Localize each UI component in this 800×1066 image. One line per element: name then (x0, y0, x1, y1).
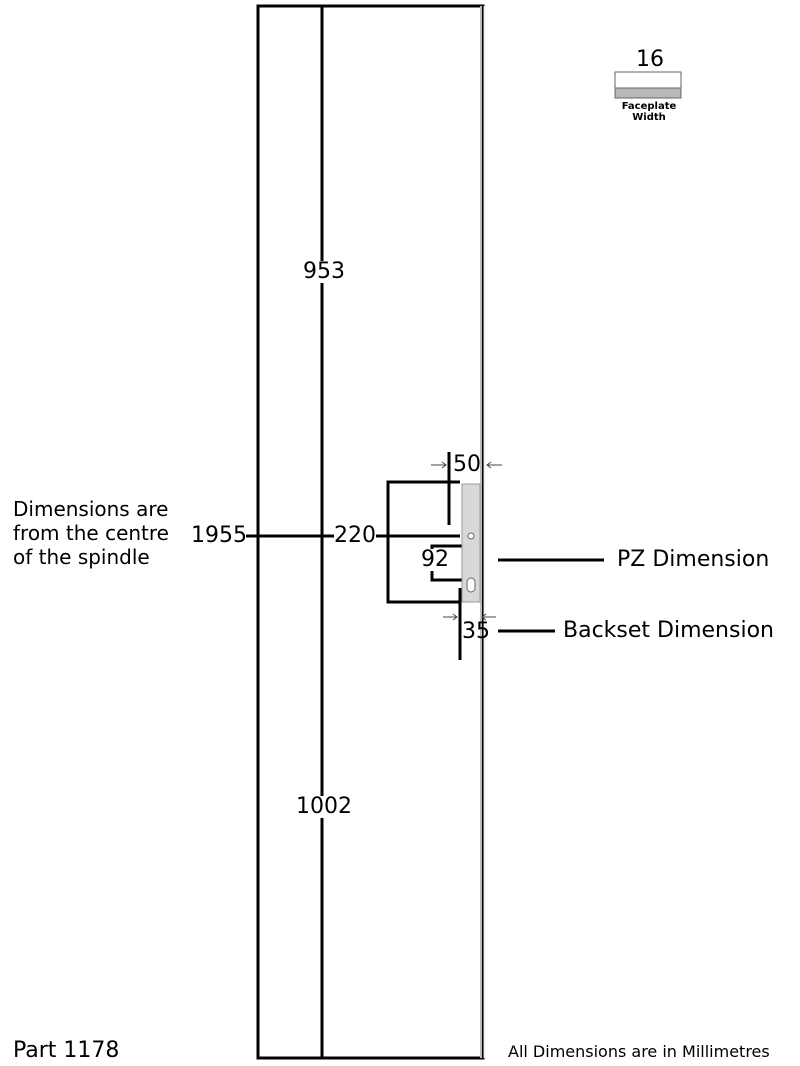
top-height-label: 953 (303, 259, 345, 284)
bottom-height-label: 1002 (296, 794, 352, 819)
faceplate-width-caption: Faceplate Width (621, 101, 677, 123)
width-label: 50 (453, 452, 481, 477)
faceplate-swatch-top (614, 71, 682, 89)
pz-label: 92 (421, 547, 449, 572)
units-note: All Dimensions are in Millimetres (508, 1042, 770, 1061)
width-arrows (431, 461, 502, 469)
spindle-height-label: 1955 (191, 523, 247, 548)
backset-label: 35 (462, 619, 490, 644)
backset-arrows (443, 613, 496, 621)
spindle-hole (467, 532, 475, 540)
spindle-note: Dimensions are from the centre of the sp… (13, 497, 169, 569)
door-outline (256, 4, 485, 1060)
centres-bracket (386, 480, 460, 604)
faceplate-swatch-bottom (614, 87, 682, 99)
faceplate-width-value: 16 (636, 47, 664, 72)
pz-dimension-text: PZ Dimension (617, 547, 770, 572)
cylinder-hole (466, 577, 476, 593)
backset-dimension-text: Backset Dimension (563, 618, 774, 643)
centres-label: 220 (334, 523, 376, 548)
part-number: Part 1178 (13, 1038, 120, 1063)
lock-case (461, 483, 481, 603)
